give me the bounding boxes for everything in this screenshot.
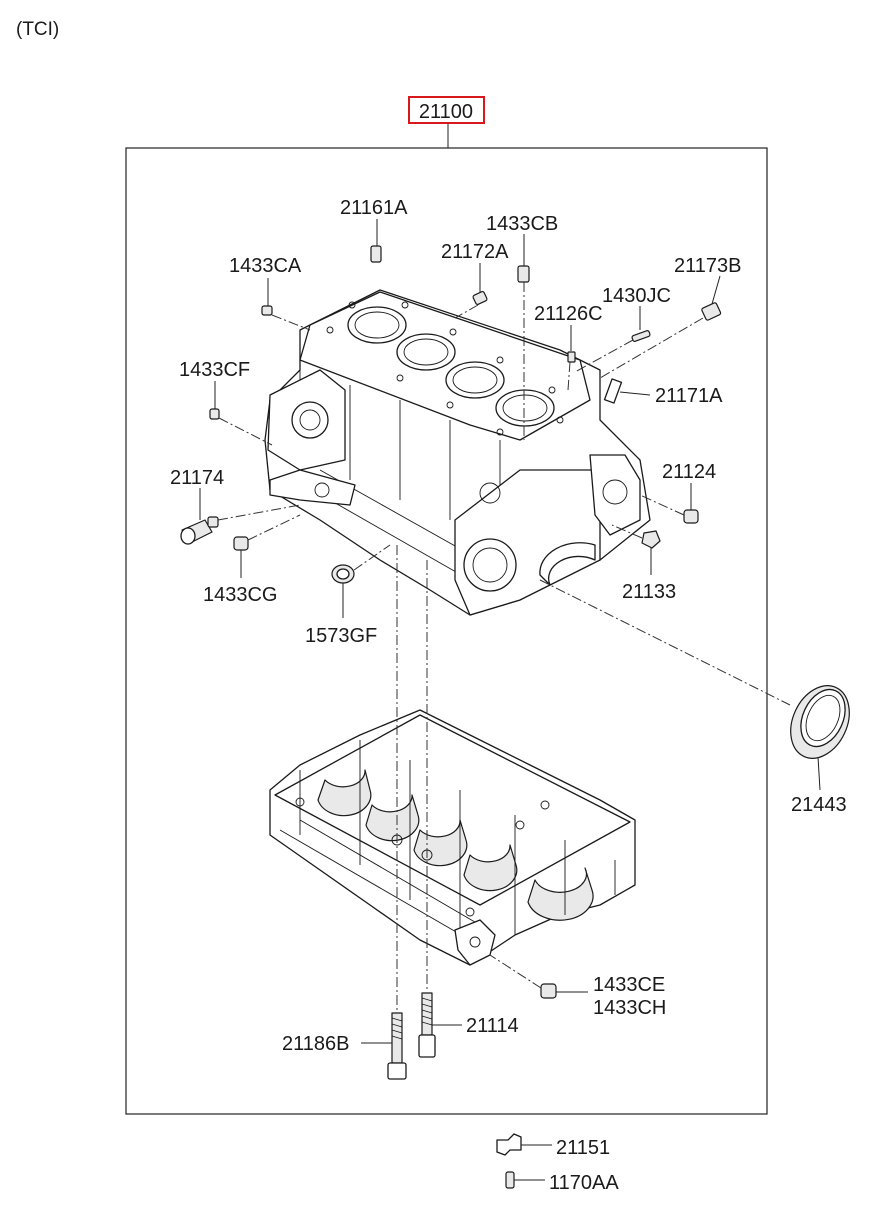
label-21174[interactable]: 21174 <box>170 467 224 489</box>
label-21126C[interactable]: 21126C <box>534 303 603 325</box>
label-21161A[interactable]: 21161A <box>340 197 408 219</box>
label-21133[interactable]: 21133 <box>622 581 676 603</box>
label-1433CF[interactable]: 1433CF <box>179 359 250 381</box>
small-parts-upper <box>180 245 722 584</box>
dowel-21161A <box>370 245 382 263</box>
rear-oil-seal-illustration <box>790 685 850 791</box>
label-21114[interactable]: 21114 <box>466 1015 519 1037</box>
plug-1433CE <box>540 983 557 999</box>
assembly-frame <box>125 147 768 1115</box>
label-21173B[interactable]: 21173B <box>674 255 741 277</box>
part-labels: 21161A 1433CB 1433CA 21172A 21173B 1430J… <box>170 197 847 1194</box>
cylinder-block-illustration <box>264 289 651 616</box>
plug-21124 <box>683 509 699 524</box>
bolt-1170AA <box>505 1171 515 1189</box>
nut-21133 <box>641 530 661 549</box>
plug-21173B <box>701 302 722 321</box>
lower-crankcase-illustration <box>269 709 636 966</box>
label-1433CB[interactable]: 1433CB <box>486 213 558 235</box>
label-1170AA[interactable]: 1170AA <box>549 1172 619 1194</box>
label-1433CH[interactable]: 1433CH <box>593 997 666 1019</box>
assembly-number[interactable]: 21100 <box>419 101 473 123</box>
label-21172A[interactable]: 21172A <box>441 241 509 263</box>
label-1433CA[interactable]: 1433CA <box>229 255 302 277</box>
pin-21126C <box>567 351 576 363</box>
leader-lines-upper <box>199 219 791 706</box>
leader-lines-lower <box>361 954 588 1044</box>
dowel-1433CB <box>517 265 530 283</box>
plug-1433CA <box>261 305 273 316</box>
outside-frame-parts <box>496 1133 552 1189</box>
plug-21172A <box>472 290 488 306</box>
assembly-number-highlight[interactable] <box>408 96 485 124</box>
label-1430JC[interactable]: 1430JC <box>602 285 671 307</box>
label-21151[interactable]: 21151 <box>556 1137 610 1159</box>
plug-1433CG <box>233 536 249 551</box>
label-21171A[interactable]: 21171A <box>655 385 723 407</box>
label-21443[interactable]: 21443 <box>791 794 847 816</box>
label-21186B[interactable]: 21186B <box>282 1033 349 1055</box>
label-21124[interactable]: 21124 <box>662 461 716 483</box>
pin-1430JC <box>631 330 651 342</box>
label-1433CE[interactable]: 1433CE <box>593 974 665 996</box>
bolt-centerlines <box>396 545 428 1010</box>
label-1573GF[interactable]: 1573GF <box>305 625 377 647</box>
label-1433CG[interactable]: 1433CG <box>203 584 278 606</box>
variant-label: (TCI) <box>16 19 59 40</box>
plug-1433CF <box>209 408 220 420</box>
bracket-21151 <box>496 1133 522 1156</box>
bolts-lower <box>387 983 557 1080</box>
